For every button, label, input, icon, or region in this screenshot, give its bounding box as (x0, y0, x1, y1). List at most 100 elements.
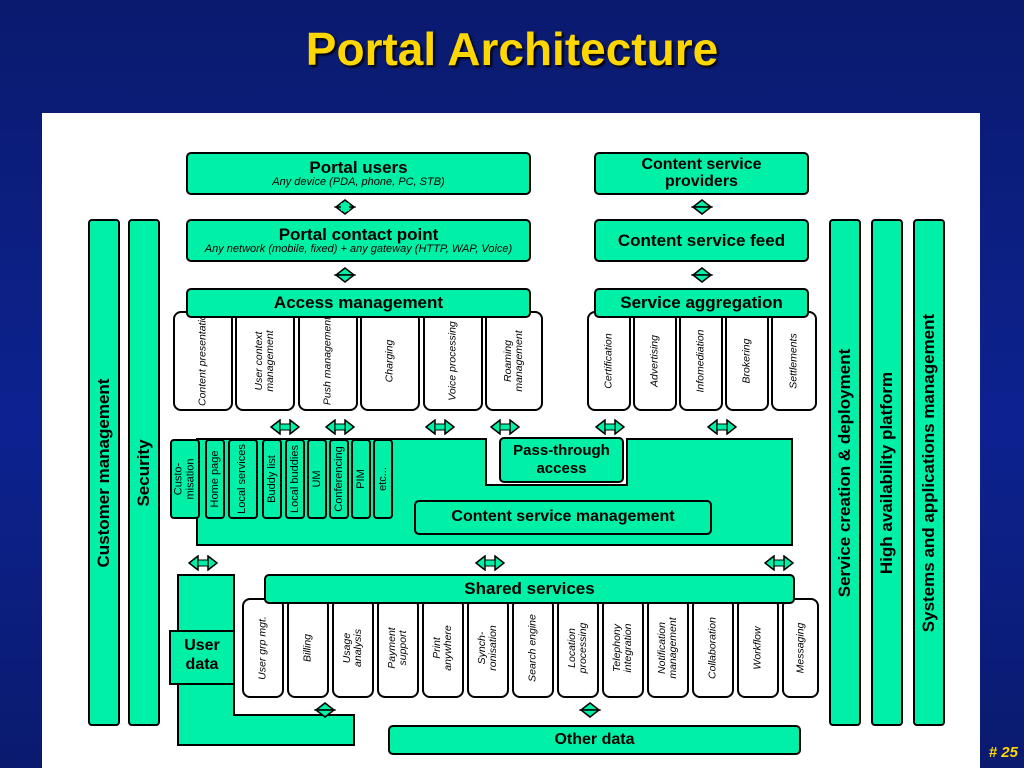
settlements-label: Settlements (787, 333, 800, 389)
service-creation-label: Service creation & deployment (835, 348, 854, 597)
local-services-column: Local services (228, 439, 258, 519)
local-services-label: Local services (236, 444, 249, 514)
security-label: Security (134, 438, 153, 507)
payment-support-column: Payment support (377, 598, 419, 698)
settlements-column: Settlements (771, 311, 817, 411)
infomediation-column: Infomediation (679, 311, 723, 411)
double-arrow-icon (690, 199, 714, 215)
horizontal-double-arrow-icon (595, 419, 625, 435)
print-anywhere-label: Print anywhere (430, 625, 454, 671)
horizontal-double-arrow-icon (425, 419, 455, 435)
user-data-label: User data (184, 637, 220, 674)
home-page-column: Home page (205, 439, 225, 519)
customer-management-label: Customer management (94, 378, 113, 567)
portal-contact-point-box: Portal contact point Any network (mobile… (186, 219, 531, 262)
other-data-label: Other data (554, 730, 635, 748)
voice-processing-label: Voice processing (446, 321, 459, 401)
systems-management-label: Systems and applications management (919, 313, 938, 632)
other-data-box: Other data (388, 725, 801, 755)
location-processing-label: Location processing (565, 622, 589, 674)
home-page-label: Home page (209, 450, 221, 508)
brokering-column: Brokering (725, 311, 769, 411)
etc-label: etc... (377, 467, 389, 491)
messaging-label: Messaging (793, 622, 806, 674)
slide-title: Portal Architecture (305, 23, 719, 75)
content-presentation-label: Content presentation (196, 311, 209, 406)
portal-users-subtitle: Any device (PDA, phone, PC, STB) (272, 175, 445, 188)
etc-column: etc... (373, 439, 393, 519)
portal-users-box: Portal users Any device (PDA, phone, PC,… (186, 152, 531, 195)
security-column: Security (128, 219, 160, 726)
user-data-region (177, 574, 355, 746)
portal-users-title: Portal users (309, 157, 408, 177)
payment-support-label: Payment support (385, 627, 409, 669)
messaging-column: Messaging (782, 598, 819, 698)
pass-through-access-box: Pass-through access (499, 437, 624, 483)
high-availability-label: High availability platform (877, 371, 896, 574)
collaboration-column: Collaboration (692, 598, 734, 698)
pim-column: PIM (351, 439, 371, 519)
billing-column: Billing (287, 598, 329, 698)
infomediation-label: Infomediation (694, 329, 707, 393)
double-arrow-icon (690, 267, 714, 283)
um-label: UM (311, 470, 323, 488)
portal-contact-point-subtitle: Any network (mobile, fixed) + any gatewa… (204, 242, 513, 255)
shared-services-box: Shared services (264, 574, 795, 604)
user-grp-mgt-column: User grp mgt. (242, 598, 284, 698)
horizontal-double-arrow-icon (325, 419, 355, 435)
notification-management-column: Notification management (647, 598, 689, 698)
charging-label: Charging (383, 339, 396, 383)
conferencing-column: Conferencing (329, 439, 349, 519)
service-creation-column: Service creation & deployment (829, 219, 861, 726)
content-service-providers-title: Content service providers (641, 155, 762, 190)
buddy-list-label: Buddy list (266, 455, 278, 503)
billing-label: Billing (301, 633, 314, 663)
access-management-title: Access management (273, 293, 444, 313)
customisation-column: Custo-misation (170, 439, 200, 519)
usage-analysis-label: Usage analysis (340, 629, 364, 667)
search-engine-label: Search engine (526, 614, 539, 682)
print-anywhere-column: Print anywhere (422, 598, 464, 698)
content-service-feed-box: Content service feed (594, 219, 809, 262)
portal-contact-point-title: Portal contact point (278, 224, 439, 244)
notification-management-label: Notification management (655, 617, 679, 679)
shared-services-title: Shared services (464, 579, 595, 599)
local-buddies-label: Local buddies (289, 445, 301, 513)
double-arrow-icon (578, 702, 602, 718)
usage-analysis-column: Usage analysis (332, 598, 374, 698)
pass-through-access-label: Pass-through access (513, 442, 610, 477)
user-data-box: User data (169, 630, 235, 685)
advertising-column: Advertising (633, 311, 677, 411)
search-engine-column: Search engine (512, 598, 554, 698)
content-service-providers-box: Content service providers (594, 152, 809, 195)
push-management-column: Push management (298, 311, 358, 411)
service-aggregation-title: Service aggregation (620, 293, 783, 313)
roaming-management-label: Roaming management (501, 330, 525, 392)
high-availability-column: High availability platform (871, 219, 903, 726)
charging-column: Charging (360, 311, 420, 411)
local-buddies-column: Local buddies (285, 439, 305, 519)
brokering-label: Brokering (740, 338, 753, 384)
user-context-management-label: User context management (252, 330, 276, 392)
certification-label: Certification (602, 333, 615, 389)
user-context-management-column: User context management (235, 311, 295, 411)
double-arrow-icon (333, 267, 357, 283)
advertising-label: Advertising (648, 335, 661, 387)
collaboration-label: Collaboration (706, 617, 719, 679)
telephony-integration-column: Telephony integration (602, 598, 644, 698)
location-processing-column: Location processing (557, 598, 599, 698)
synchronisation-column: Synch-ronisation (467, 598, 509, 698)
customisation-label: Custo-misation (172, 458, 196, 500)
systems-management-column: Systems and applications management (913, 219, 945, 726)
content-service-feed-title: Content service feed (617, 230, 786, 250)
service-aggregation-box: Service aggregation (594, 288, 809, 318)
page-number: # 25 (988, 744, 1018, 761)
horizontal-double-arrow-icon (475, 555, 505, 571)
double-arrow-icon (313, 702, 337, 718)
horizontal-double-arrow-icon (188, 555, 218, 571)
user-grp-mgt-label: User grp mgt. (256, 616, 269, 680)
voice-processing-column: Voice processing (423, 311, 483, 411)
architecture-diagram: Portal users Any device (PDA, phone, PC,… (42, 113, 980, 768)
horizontal-double-arrow-icon (707, 419, 737, 435)
roaming-management-column: Roaming management (485, 311, 543, 411)
